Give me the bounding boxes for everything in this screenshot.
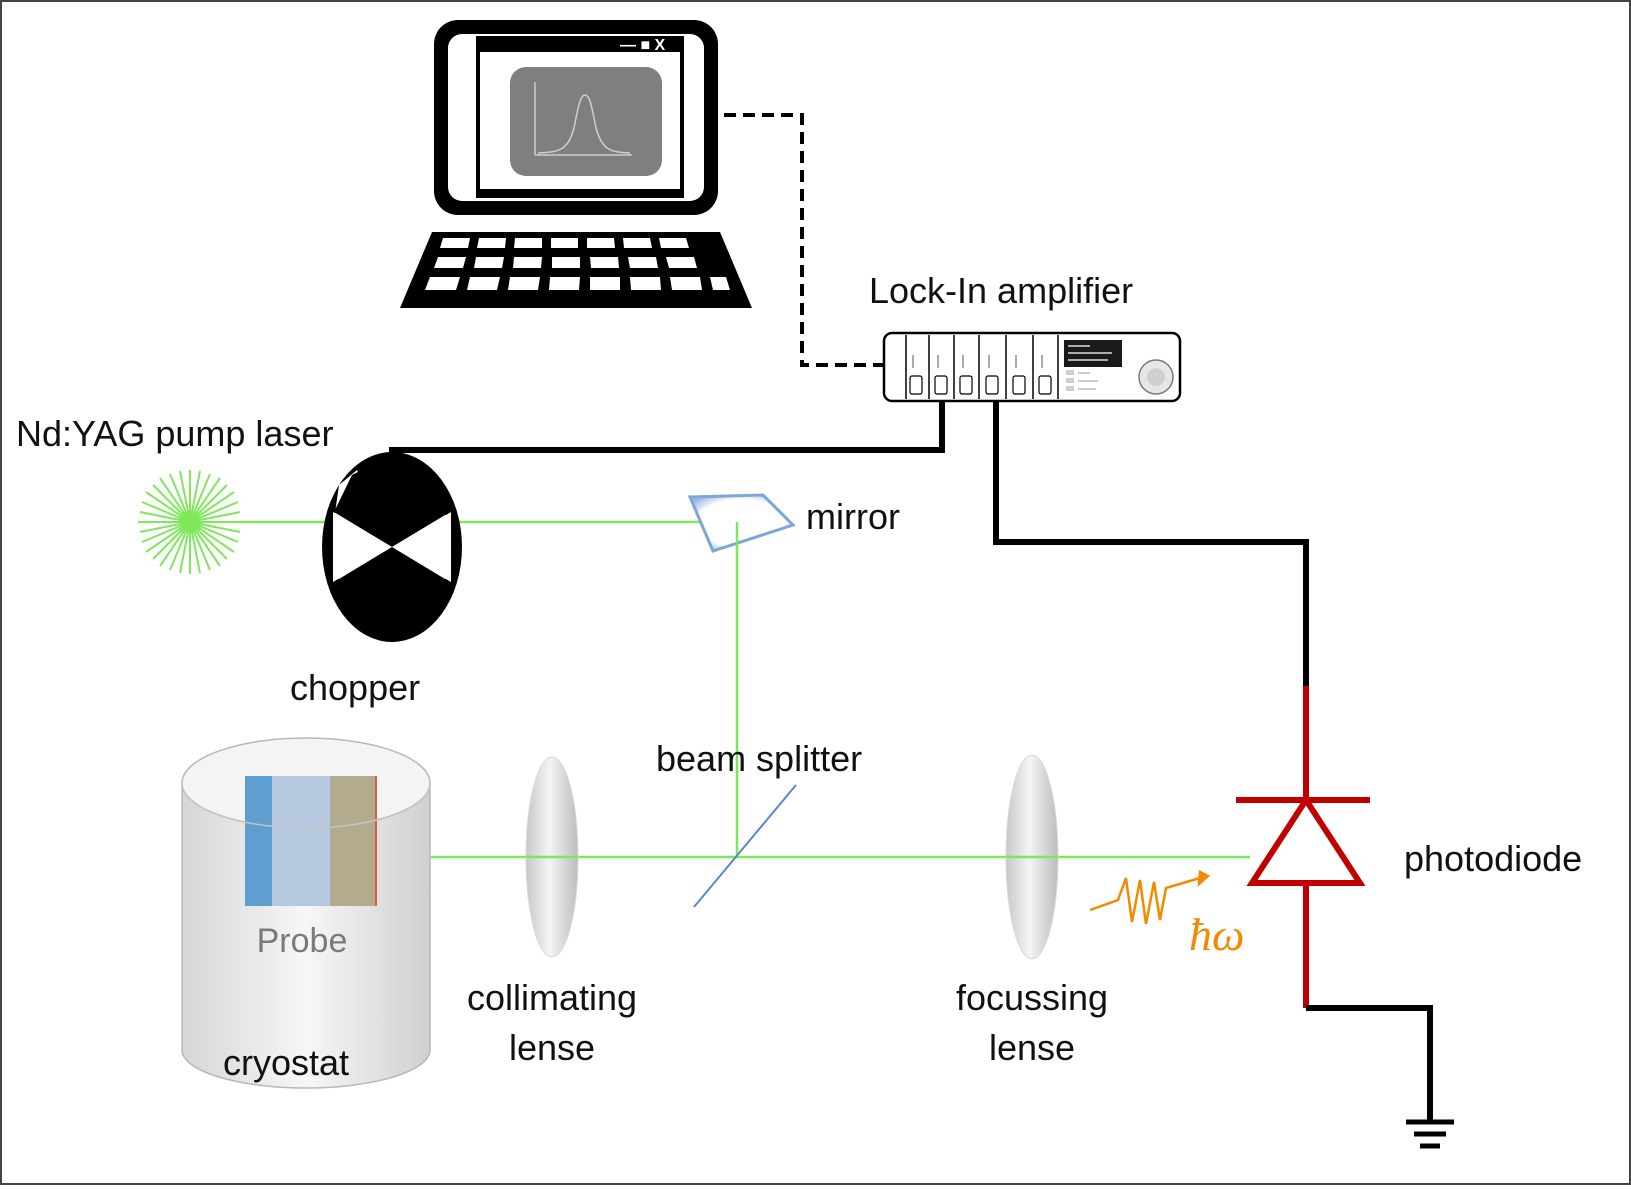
collimating-label-line1: collimating [467, 977, 637, 1018]
probe-sample-icon [245, 776, 377, 906]
lockin-label: Lock-In amplifier [869, 270, 1133, 311]
computer-icon: — ■ X [400, 20, 752, 308]
probe-label: Probe [257, 922, 348, 960]
beam-splitter-label: beam splitter [656, 738, 862, 779]
window-controls: — ■ X [620, 37, 666, 54]
data-cable [724, 113, 884, 367]
photodiode-label: photodiode [1404, 838, 1582, 879]
cryostat-label: cryostat [223, 1042, 349, 1083]
reference-cable [389, 402, 945, 462]
mirror-label: mirror [806, 496, 900, 537]
cryostat-icon [181, 737, 431, 1089]
screen-plot-panel [510, 67, 662, 176]
photon-energy-label: ħω [1189, 909, 1244, 960]
ground-symbol-icon [1406, 1119, 1454, 1149]
photon-wave-icon [1089, 870, 1211, 925]
laser-label: Nd:YAG pump laser [16, 413, 333, 454]
collimating-label-line2: lense [509, 1027, 595, 1068]
screen-plot-curve [534, 82, 632, 156]
chopper-label: chopper [290, 667, 420, 708]
signal-cable [993, 402, 1309, 686]
beam-splitter-icon [693, 784, 797, 908]
photodiode-icon [1236, 686, 1370, 1008]
focussing-label-line1: focussing [956, 977, 1108, 1018]
mirror-icon [687, 493, 796, 553]
ground-cable [1306, 1005, 1433, 1122]
focussing-label-line2: lense [989, 1027, 1075, 1068]
chopper-wheel-icon [322, 452, 462, 642]
lockin-amplifier-icon [882, 331, 1182, 403]
laser-burst-icon [138, 470, 242, 574]
